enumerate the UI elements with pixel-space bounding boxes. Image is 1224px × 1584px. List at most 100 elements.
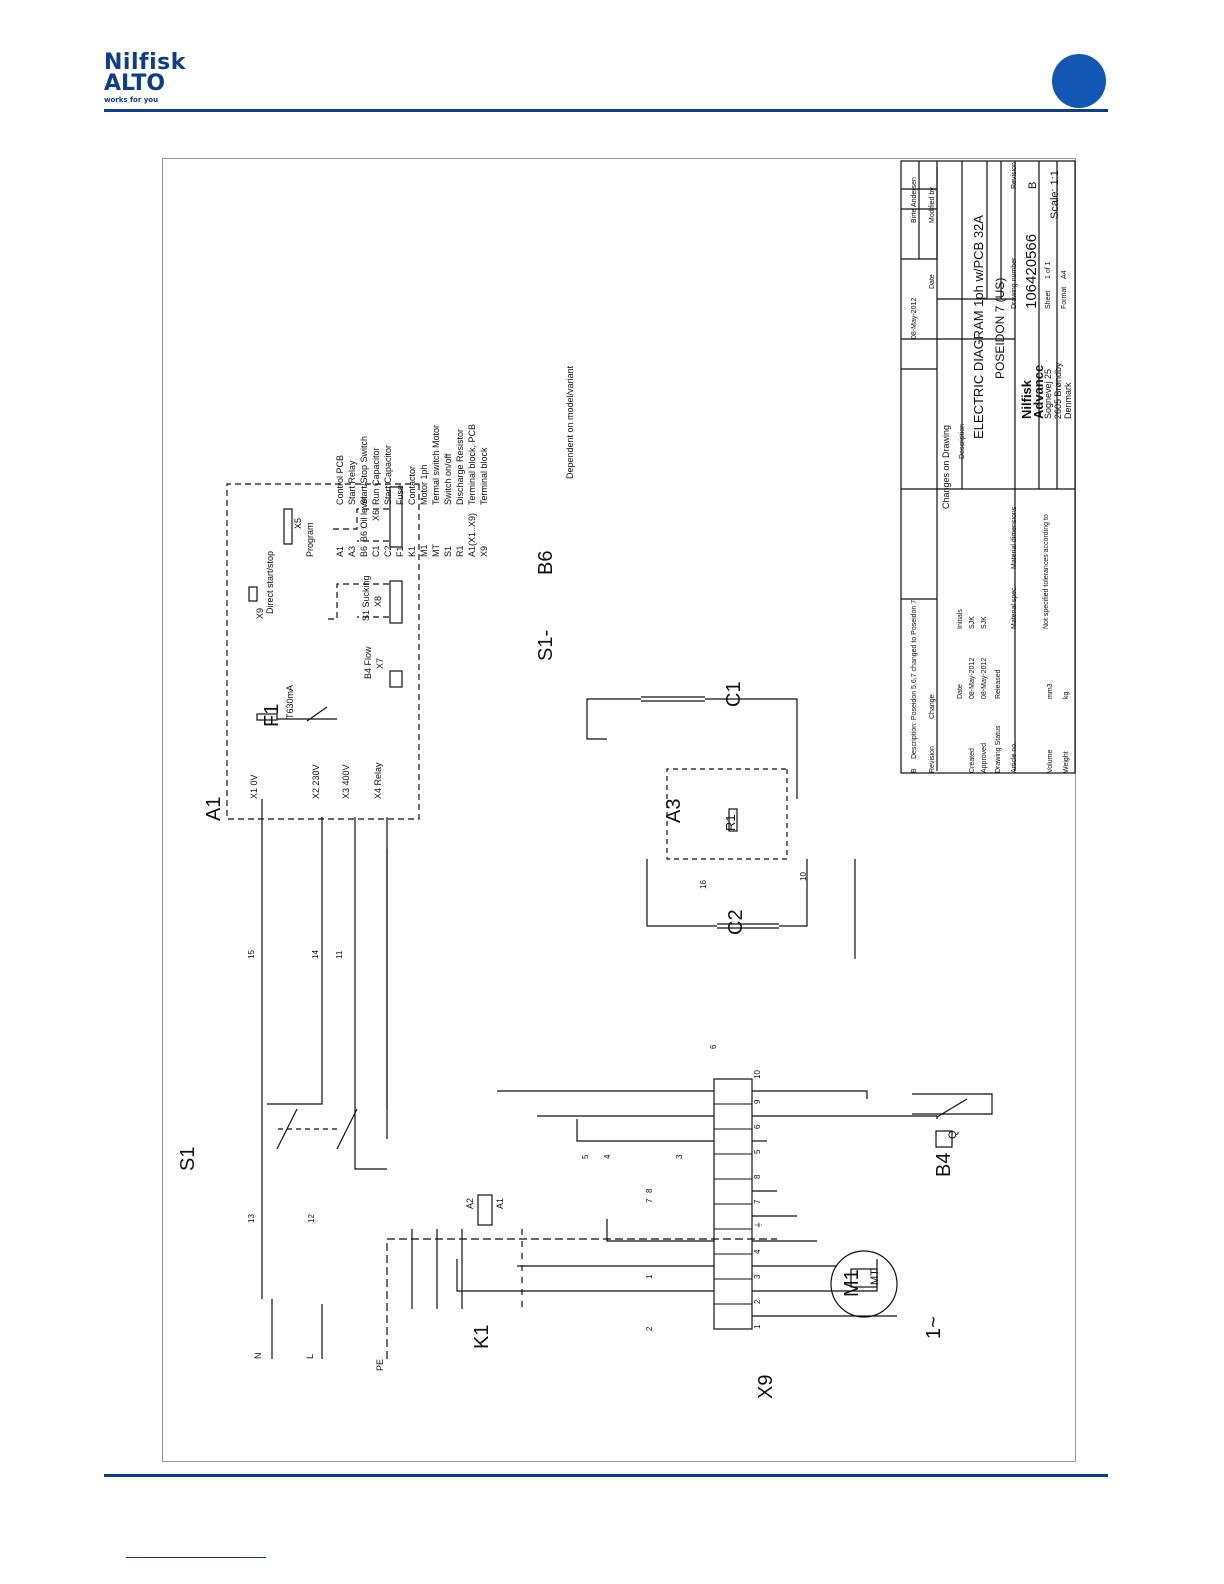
volume-label: Volume: [1047, 749, 1054, 773]
dependent-note: Dependent on model/variant: [565, 365, 575, 479]
legend-code: S1: [443, 545, 453, 557]
wire-number: 16: [699, 880, 708, 889]
label-x7: X7: [375, 657, 385, 669]
legend-code: C1: [371, 545, 381, 557]
approved-init: SJK: [981, 616, 988, 629]
legend-code: M1: [419, 544, 429, 557]
label-mt: MT: [869, 1269, 881, 1285]
wire-number: 7: [645, 1198, 654, 1203]
label-phase: 1~: [923, 1316, 945, 1339]
legend-desc: Start/Stop Switch: [359, 435, 369, 505]
status-value: Released: [995, 669, 1002, 699]
footer-short-rule: [126, 1557, 266, 1558]
company-address-3: Denmark: [1063, 382, 1073, 419]
revision-label: Revision: [1011, 162, 1018, 189]
label-f1-rating: T630mA: [285, 684, 295, 719]
created-init: SJK: [969, 616, 976, 629]
legend-desc: Terminal block: [479, 447, 489, 505]
date-label: Date: [957, 684, 964, 699]
drawing-title-line1: ELECTRIC DIAGRAM 1ph w/PCB 32A: [971, 215, 986, 439]
wire-number: 2: [645, 1326, 654, 1331]
header-rule: [104, 109, 1108, 112]
legend-desc: Start Relay: [347, 460, 357, 505]
label-x5: X5: [293, 517, 303, 529]
label-b6: B6: [535, 550, 557, 575]
label-pe: PE: [375, 1358, 385, 1371]
label-x9-direct: X9: [255, 607, 265, 619]
terminal-number: 4: [753, 1249, 762, 1254]
legend-code: X9: [479, 545, 489, 557]
wire-number: 8: [645, 1188, 654, 1193]
label-x8: X8: [373, 595, 383, 607]
label-x1: X1 0V: [249, 774, 259, 799]
label-b4: B4: [933, 1152, 955, 1177]
header-dot: [1052, 54, 1106, 108]
sheet-label: Sheet: [1045, 290, 1052, 309]
label-c2: C2: [725, 909, 747, 935]
scale: Scale: 1:1: [1049, 170, 1061, 219]
label-a1-coil: A1: [495, 1197, 505, 1209]
terminal-number: 10: [753, 1070, 762, 1079]
created-date: 08-May-2012: [969, 657, 976, 699]
wire-number: 14: [311, 950, 320, 959]
label-s1-sucking: S1 Sucking: [361, 575, 371, 621]
wire-number: 3: [675, 1154, 684, 1159]
wire-number: 12: [307, 1214, 316, 1223]
sheet-value: 1 of 1: [1045, 261, 1052, 279]
rev-desc: Description: Poseidon 5,6,7 changed to P…: [911, 599, 918, 759]
approved-date: 08-May-2012: [981, 657, 988, 699]
label-x2: X2 230V: [311, 764, 321, 799]
wire-number: 6: [709, 1044, 718, 1049]
label-s1-dash: S1-: [535, 629, 557, 661]
legend-code: A3: [347, 545, 357, 557]
legend-desc: Termal switch Motor: [431, 424, 441, 505]
legend-desc: Contactor: [407, 465, 417, 505]
nilfisk-alto-logo: Nilfisk ALTO works for you: [104, 52, 186, 104]
label-n: N: [253, 1352, 263, 1360]
label-r1: R1: [723, 814, 738, 831]
label-b4-flow: B4 Flow: [363, 646, 373, 679]
drawing-number-label: Drawing number: [1011, 257, 1018, 309]
init-label: Initials: [957, 609, 964, 629]
label-s1: S1: [177, 1146, 199, 1171]
legend-desc: Discharge Resistor: [455, 428, 465, 505]
rev-code: B: [911, 768, 918, 773]
terminal-number: 3: [753, 1274, 762, 1279]
label-x6: X6: [371, 509, 381, 521]
electric-diagram: [226, 160, 1076, 1359]
company-address-2: 2605 Brøndby: [1053, 362, 1063, 419]
legend-code: C2: [383, 545, 393, 557]
terminal-number: ⏚: [754, 1221, 763, 1229]
status-label: Drawing Status: [995, 725, 1002, 773]
terminal-number: 8: [753, 1174, 762, 1179]
label-x4: X4 Relay: [373, 762, 383, 799]
weight-label: Weight: [1063, 751, 1070, 773]
rev-by: Birte Andersen: [911, 177, 918, 223]
terminal-number: 2: [753, 1299, 762, 1304]
legend-code: F1: [395, 546, 405, 557]
label-x3: X3 400V: [341, 764, 351, 799]
label-c1: C1: [723, 681, 745, 707]
created-label: Created: [969, 748, 976, 773]
revision-value: B: [1027, 181, 1039, 189]
wire-number: 1: [645, 1274, 654, 1279]
rev-header-modified: Modified by: [929, 187, 936, 223]
logo-line2: ALTO: [104, 71, 166, 96]
material-dim-label: Material dimensions: [1011, 506, 1018, 569]
label-x9: X9: [755, 1374, 777, 1399]
terminal-number: 1: [753, 1324, 762, 1329]
description-label: Description: [959, 423, 966, 459]
rev-date: 08-May-2012: [911, 297, 918, 339]
label-q: Q: [947, 1130, 959, 1139]
company-address-1: Sognevej 25: [1043, 368, 1053, 419]
changes-on-drawing: Changes on Drawing: [941, 424, 951, 509]
terminal-number: 7: [753, 1199, 762, 1204]
wire-number: 15: [247, 950, 256, 959]
format-value: A4: [1061, 270, 1068, 279]
wire-number: 4: [603, 1154, 612, 1159]
legend-desc: Terminal block, PCB: [467, 423, 477, 505]
wire-number: 5: [581, 1154, 590, 1159]
logo-tagline: works for you: [104, 96, 159, 104]
label-f1: F1: [261, 703, 283, 727]
